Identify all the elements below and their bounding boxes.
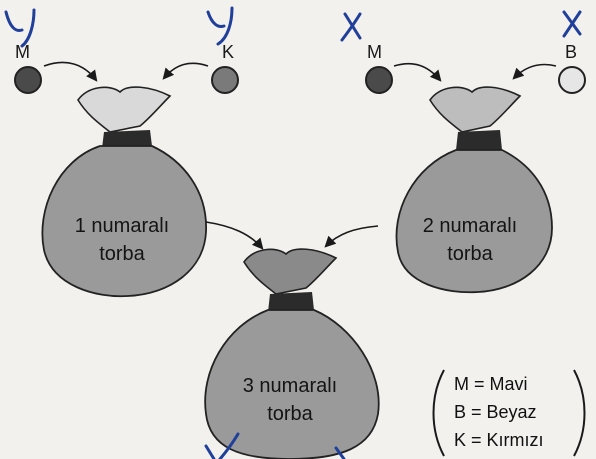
bag-3-label-line1: 3 numaralı — [243, 375, 338, 397]
bag-2-tie — [456, 130, 502, 150]
ball-b-marble — [559, 67, 585, 93]
arrow-k-to-bag1 — [164, 63, 208, 78]
handmark-y-right — [208, 8, 232, 44]
bag-3-top — [244, 249, 336, 294]
arrow-m2-to-bag2 — [394, 64, 440, 80]
bag-1-label-line1: 1 numaralı — [75, 215, 170, 237]
ball-m2-marble — [366, 67, 392, 93]
bag-1: 1 numaralı torba — [42, 87, 206, 296]
ball-label-m1: M — [15, 42, 30, 62]
legend-bracket-left — [434, 370, 445, 456]
ball-m1-marble — [15, 67, 41, 93]
handmark-x-left — [342, 14, 360, 40]
arrow-bag2-to-bag3 — [326, 226, 378, 246]
legend: M = Mavi B = Beyaz K = Kırmızı — [434, 370, 585, 456]
arrow-bag1-to-bag3 — [206, 222, 262, 248]
legend-item-m: M = Mavi — [454, 374, 528, 394]
legend-item-k: K = Kırmızı — [454, 430, 544, 450]
bag-3-label-line2: torba — [267, 403, 313, 425]
legend-bracket-right — [574, 370, 585, 456]
ball-label-k: K — [222, 42, 234, 62]
bag-2-top — [430, 87, 520, 132]
bag-1-top — [78, 87, 170, 132]
ball-label-m2: M — [367, 42, 382, 62]
ball-k-marble — [212, 67, 238, 93]
arrow-b-to-bag2 — [514, 65, 556, 79]
bag-2-label-line2: torba — [447, 243, 493, 265]
bag-2-label-line1: 2 numaralı — [423, 215, 518, 237]
bag-3: 3 numaralı torba — [205, 249, 379, 459]
bag-3-tie — [268, 292, 314, 312]
arrow-m1-to-bag1 — [44, 62, 96, 80]
bag-2: 2 numaralı torba — [396, 87, 552, 292]
handmark-x-right — [564, 12, 580, 36]
bag-1-label-line2: torba — [99, 243, 145, 265]
ball-label-b: B — [565, 42, 577, 62]
legend-item-b: B = Beyaz — [454, 402, 537, 422]
handmark-y-left — [6, 10, 34, 46]
